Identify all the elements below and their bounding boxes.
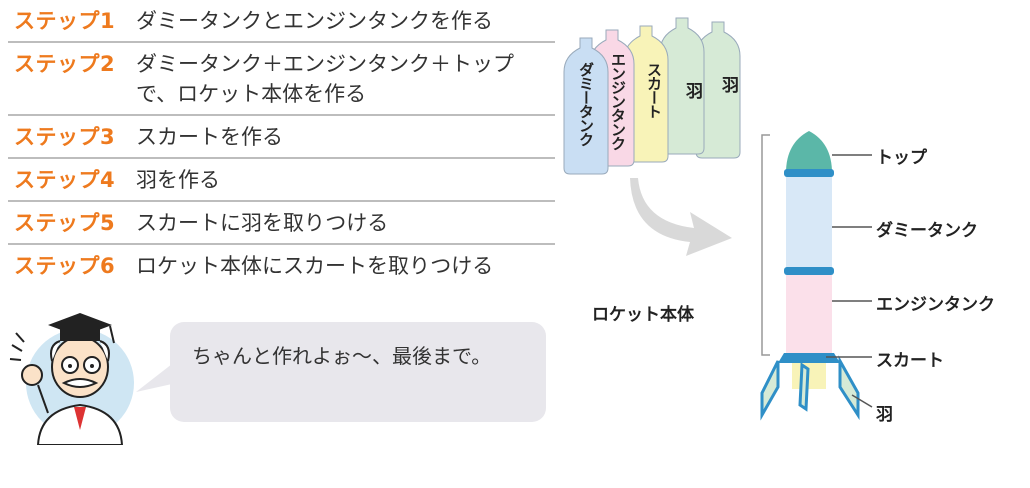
step-row: ステップ4 羽を作る xyxy=(8,159,555,202)
step-label: ステップ5 xyxy=(14,211,116,235)
step-text: ダミータンク＋エンジンタンク＋トップで、ロケット本体を作る xyxy=(136,52,514,106)
fin xyxy=(760,360,780,421)
rocket-illustration xyxy=(760,131,873,421)
bottle-label: 羽 xyxy=(718,76,738,92)
step-label: ステップ3 xyxy=(14,125,116,149)
step-text: スカートに羽を取りつける xyxy=(136,211,389,235)
emphasis-lines xyxy=(9,332,25,361)
step-text: ロケット本体にスカートを取りつける xyxy=(136,254,494,278)
dummy-tank-label: ダミータンク xyxy=(876,221,978,241)
bottle-label: ダミータンク xyxy=(577,62,595,146)
speech-bubble: ちゃんと作れよぉ〜、最後まで。 xyxy=(170,322,546,422)
professor-illustration xyxy=(9,313,134,445)
step-text: スカートを作る xyxy=(136,125,283,149)
body-bracket xyxy=(761,134,770,356)
hand xyxy=(21,364,43,386)
step-row: ステップ5 スカートに羽を取りつける xyxy=(8,202,555,245)
rocket-body-label: ロケット本体 xyxy=(592,305,694,325)
curved-arrow-icon xyxy=(630,178,732,256)
skirt-label: スカート xyxy=(876,351,944,371)
engine-tank xyxy=(786,271,832,353)
engine-tank-label: エンジンタンク xyxy=(876,295,995,315)
mortarboard-icon xyxy=(48,313,115,344)
step-label: ステップ1 xyxy=(14,9,116,33)
step-row: ステップ6 ロケット本体にスカートを取りつける xyxy=(8,245,555,286)
fin xyxy=(798,362,810,412)
top-label: トップ xyxy=(876,148,927,168)
speech-bubble-text: ちゃんと作れよぉ〜、最後まで。 xyxy=(192,344,492,368)
skirt-ring xyxy=(778,353,840,363)
bottle-label: 羽 xyxy=(682,82,702,98)
step-label: ステップ2 xyxy=(14,52,116,76)
band xyxy=(784,169,834,177)
step-row: ステップ2 ダミータンク＋エンジンタンク＋トップで、ロケット本体を作る xyxy=(8,43,555,116)
step-label: ステップ6 xyxy=(14,254,116,278)
bottles-svg xyxy=(563,17,741,175)
step-label: ステップ4 xyxy=(14,168,116,192)
nose-cone xyxy=(786,131,832,173)
fin xyxy=(838,355,860,421)
bottles-illustration: ダミータンク エンジンタンク スカート 羽 羽 xyxy=(560,10,760,179)
step-row: ステップ1 ダミータンクとエンジンタンクを作る xyxy=(8,0,555,43)
bottle xyxy=(563,37,609,175)
bubble-tail xyxy=(136,364,172,392)
steps-list: ステップ1 ダミータンクとエンジンタンクを作る ステップ2 ダミータンク＋エンジ… xyxy=(8,0,555,286)
dummy-tank xyxy=(786,173,832,271)
bottle-label: スカート xyxy=(645,62,663,118)
bottle-label: エンジンタンク xyxy=(609,52,627,150)
leader-lines xyxy=(826,154,873,408)
tie xyxy=(74,407,86,430)
step-text: ダミータンクとエンジンタンクを作る xyxy=(136,9,493,33)
mustache xyxy=(61,378,99,388)
band xyxy=(784,267,834,275)
fin-label: 羽 xyxy=(876,405,893,425)
step-text: 羽を作る xyxy=(136,168,220,192)
step-row: ステップ3 スカートを作る xyxy=(8,116,555,159)
